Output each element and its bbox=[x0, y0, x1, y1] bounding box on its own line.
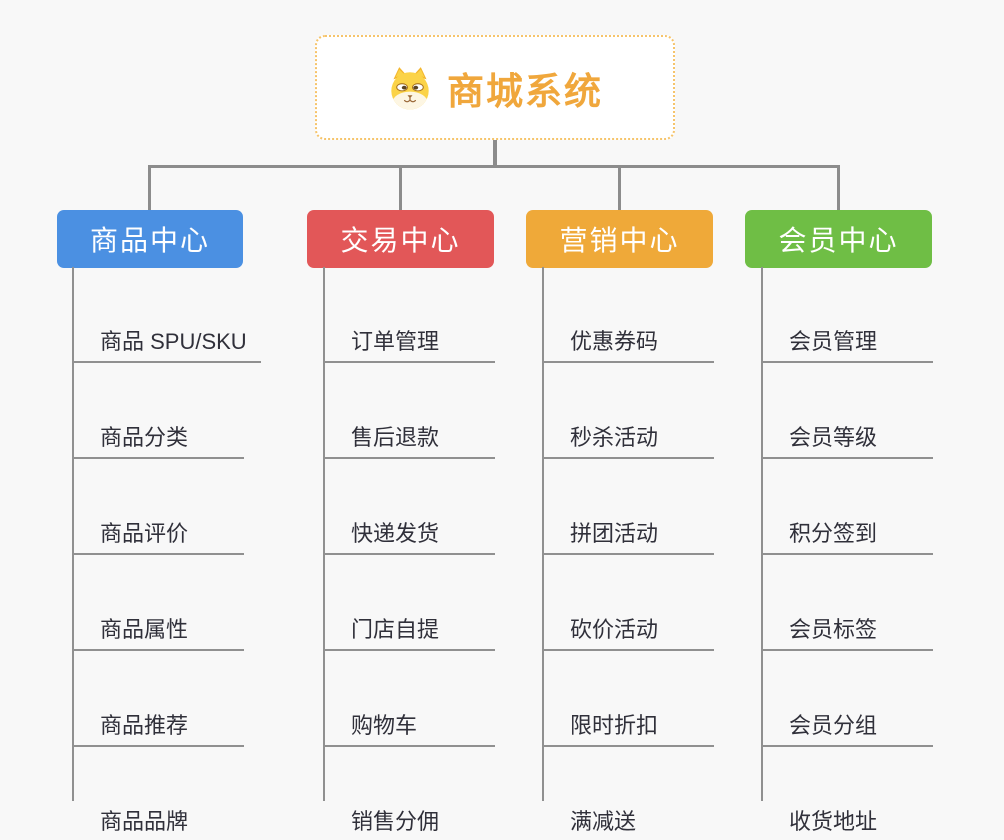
connector-bus bbox=[148, 165, 840, 168]
connector-drop-1 bbox=[148, 165, 151, 210]
sub-topic[interactable]: 快递发货 bbox=[323, 459, 495, 555]
sub-topic[interactable]: 砍价活动 bbox=[542, 555, 714, 651]
connector-drop-3 bbox=[618, 165, 621, 210]
sub-topic[interactable]: 售后退款 bbox=[323, 363, 495, 459]
dog-face-icon bbox=[391, 66, 429, 110]
sub-topic[interactable]: 会员分组 bbox=[761, 651, 933, 747]
sub-topic[interactable]: 商品推荐 bbox=[72, 651, 244, 747]
connector-root-drop bbox=[493, 140, 497, 168]
sub-topic[interactable]: 商品分类 bbox=[72, 363, 244, 459]
branch-line bbox=[323, 267, 325, 801]
branch-trade-center[interactable]: 交易中心 bbox=[307, 210, 494, 268]
branch-marketing-center[interactable]: 营销中心 bbox=[526, 210, 713, 268]
sub-topic[interactable]: 满减送 bbox=[542, 747, 714, 840]
sub-topic[interactable]: 拼团活动 bbox=[542, 459, 714, 555]
branch-trade-children: 订单管理 售后退款 快递发货 门店自提 购物车 销售分佣 bbox=[323, 267, 495, 840]
sub-topic[interactable]: 购物车 bbox=[323, 651, 495, 747]
branch-member-center[interactable]: 会员中心 bbox=[745, 210, 932, 268]
sub-topic[interactable]: 订单管理 bbox=[323, 267, 495, 363]
sub-topic[interactable]: 门店自提 bbox=[323, 555, 495, 651]
sub-topic[interactable]: 秒杀活动 bbox=[542, 363, 714, 459]
connector-drop-2 bbox=[399, 165, 402, 210]
root-topic[interactable]: 商城系统 bbox=[315, 35, 675, 140]
branch-marketing-children: 优惠券码 秒杀活动 拼团活动 砍价活动 限时折扣 满减送 bbox=[542, 267, 714, 840]
sub-topic[interactable]: 会员等级 bbox=[761, 363, 933, 459]
sub-topic[interactable]: 会员标签 bbox=[761, 555, 933, 651]
branch-product-children: 商品 SPU/SKU 商品分类 商品评价 商品属性 商品推荐 商品品牌 bbox=[72, 267, 261, 840]
sub-topic[interactable]: 商品属性 bbox=[72, 555, 244, 651]
branch-line bbox=[72, 267, 74, 801]
sub-topic[interactable]: 商品 SPU/SKU bbox=[72, 267, 261, 363]
sub-topic[interactable]: 会员管理 bbox=[761, 267, 933, 363]
sub-topic[interactable]: 收货地址 bbox=[761, 747, 933, 840]
branch-member-children: 会员管理 会员等级 积分签到 会员标签 会员分组 收货地址 bbox=[761, 267, 933, 840]
sub-topic[interactable]: 商品评价 bbox=[72, 459, 244, 555]
sub-topic[interactable]: 积分签到 bbox=[761, 459, 933, 555]
sub-topic[interactable]: 限时折扣 bbox=[542, 651, 714, 747]
connector-drop-4 bbox=[837, 165, 840, 210]
sub-topic[interactable]: 销售分佣 bbox=[323, 747, 495, 840]
sub-topic[interactable]: 优惠券码 bbox=[542, 267, 714, 363]
branch-product-center[interactable]: 商品中心 bbox=[57, 210, 243, 268]
sub-topic[interactable]: 商品品牌 bbox=[72, 747, 244, 840]
root-title: 商城系统 bbox=[447, 70, 603, 112]
branch-line bbox=[761, 267, 763, 801]
branch-line bbox=[542, 267, 544, 801]
